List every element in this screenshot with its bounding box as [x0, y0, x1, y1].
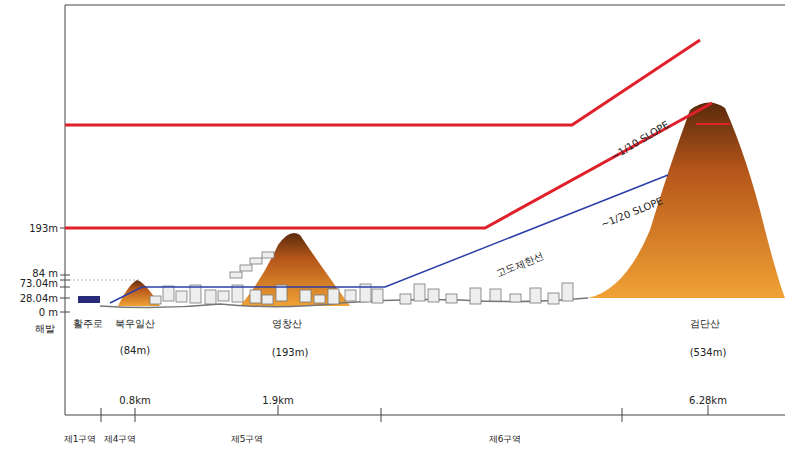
building: [300, 290, 311, 302]
mountain-height: (84m): [120, 345, 150, 356]
axis-ticks: [60, 228, 70, 312]
axis-value: 73.04m: [20, 278, 58, 289]
runway: [78, 296, 100, 303]
building: [314, 295, 325, 303]
building: [218, 291, 229, 301]
building: [262, 295, 273, 304]
axis-value: 84 m: [32, 268, 58, 279]
mountain-height: (534m): [690, 347, 727, 358]
buildings: [150, 252, 573, 304]
mountain-name: 검단산: [690, 318, 720, 329]
mountain-name: 북우일산: [115, 318, 155, 329]
building: [562, 283, 573, 301]
height-axis: [65, 5, 66, 415]
red-summit-mark: [696, 123, 730, 125]
distance-value: 6.28km: [689, 395, 727, 406]
building: [470, 288, 481, 304]
building: [250, 290, 261, 303]
building: [428, 289, 439, 302]
building: [262, 252, 274, 258]
building: [372, 289, 383, 303]
mountain-bugu: [118, 280, 160, 306]
zone-name: 제6구역: [489, 435, 522, 445]
zone-name: 제5구역: [231, 435, 264, 445]
building: [548, 293, 559, 304]
distance-value: 1.9km: [262, 395, 293, 406]
red-limit-line-lower: [65, 103, 712, 228]
frame-top: [65, 5, 785, 6]
axis-value: 28.04m: [20, 293, 58, 304]
axis-value: 0 m: [39, 307, 58, 318]
axis-value: 193m: [29, 223, 58, 234]
slope-label: ~1/10 SLOPE: [609, 118, 671, 161]
distance-axis: [65, 415, 785, 416]
building: [230, 272, 242, 278]
distance-value: 0.8km: [119, 395, 150, 406]
building: [150, 296, 161, 304]
red-limit-line-upper: [65, 40, 700, 125]
building: [250, 258, 262, 264]
runway-label: 활주로: [73, 318, 103, 329]
axis-caption: 해발: [35, 323, 55, 334]
building: [328, 289, 339, 304]
building: [163, 286, 174, 301]
zone-name: 제4구역: [104, 435, 137, 445]
blue-limit-line: [110, 175, 668, 303]
mountain-geomdan: [588, 102, 785, 298]
building: [414, 284, 425, 301]
building: [240, 265, 252, 271]
building: [176, 291, 187, 302]
building: [446, 294, 457, 303]
building: [490, 289, 501, 301]
building: [530, 288, 541, 303]
mountain-name: 영창산: [272, 318, 302, 329]
mountain-yeongchang: [240, 233, 350, 306]
building: [205, 290, 216, 304]
guide-line: [65, 280, 140, 281]
building: [510, 294, 521, 302]
limit-line-label: 고도제한선: [495, 250, 545, 279]
zone-ticks: [101, 405, 708, 422]
building: [400, 294, 411, 304]
zone-name: 제1구역: [64, 435, 97, 445]
building: [345, 290, 356, 301]
mountain-height: (193m): [272, 347, 309, 358]
